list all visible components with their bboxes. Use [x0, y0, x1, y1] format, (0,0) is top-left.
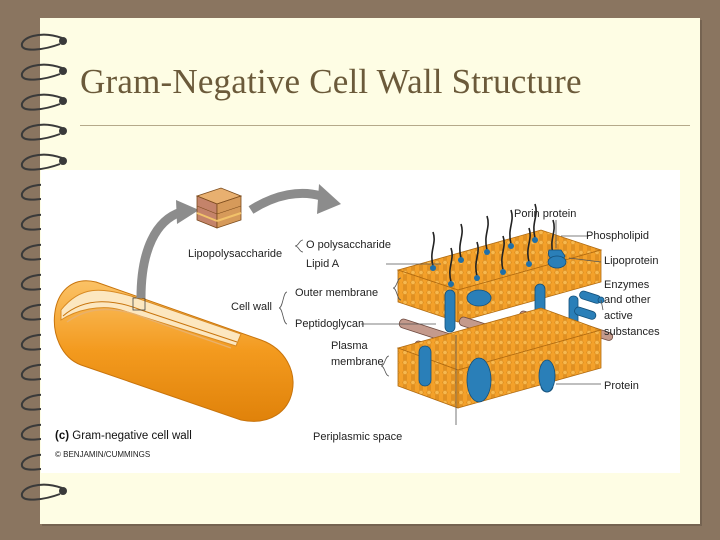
- label-periplasmic-space: Periplasmic space: [313, 431, 403, 443]
- label-lipid-a: Lipid A: [306, 258, 340, 270]
- label-o-polysaccharide: O polysaccharide: [306, 239, 391, 251]
- label-outer-membrane: Outer membrane: [295, 287, 379, 299]
- slide-title: Gram-Negative Cell Wall Structure: [80, 62, 582, 101]
- label-protein: Protein: [604, 380, 639, 392]
- label-enzymes-line-3: active: [604, 310, 633, 322]
- label-phospholipid: Phospholipid: [586, 230, 649, 242]
- wall-cube-icon: [195, 187, 243, 229]
- bacterium-capsule: [53, 280, 294, 422]
- cell-wall-illustration: [53, 184, 614, 425]
- caption-text: Gram-negative cell wall: [69, 430, 192, 442]
- label-enzymes-line-1: Enzymes: [604, 279, 650, 291]
- label-lipoprotein: Lipoprotein: [604, 255, 659, 267]
- title-divider: [80, 125, 690, 126]
- label-peptidoglycan: Peptidoglycan: [295, 318, 365, 330]
- copyright-notice: © BENJAMIN/CUMMINGS: [55, 450, 151, 459]
- label-enzymes-line-4: substances: [604, 326, 660, 338]
- label-enzymes-line-2: and other: [604, 294, 651, 306]
- caption-letter: (c): [55, 430, 70, 442]
- outer-membrane-slab: [396, 229, 603, 323]
- cell-wall-figure: Lipopolysaccharide O polysaccharide Lipi…: [41, 170, 680, 473]
- label-membrane: membrane: [331, 356, 384, 368]
- figure-caption: (c) Gram-negative cell wall: [55, 430, 192, 442]
- label-lipopolysaccharide: Lipopolysaccharide: [188, 248, 283, 260]
- label-porin-protein: Porin protein: [514, 208, 577, 220]
- label-plasma: Plasma: [331, 340, 368, 352]
- label-cell-wall: Cell wall: [231, 301, 272, 313]
